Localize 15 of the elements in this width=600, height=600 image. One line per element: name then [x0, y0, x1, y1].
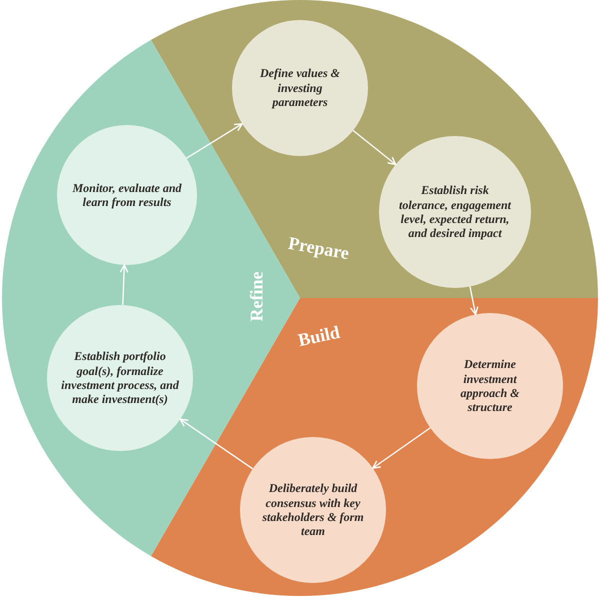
- step-text: Establish risk tolerance, engagement level, expected return, and desired impact: [399, 183, 511, 241]
- step-text: Determine investment approach & structure: [459, 357, 520, 415]
- arrow: [372, 427, 431, 469]
- step-text: Establish portfolio goal(s), formalize investment process, and make investment(s): [61, 349, 179, 407]
- step-text: Deliberately build consensus with key stakeholders & form team: [261, 481, 365, 539]
- arrow: [180, 418, 254, 470]
- arrow: [186, 123, 243, 159]
- arrow: [120, 264, 128, 306]
- phase-label: Refine: [246, 272, 268, 322]
- step-text: Define values & investing parameters: [259, 66, 341, 110]
- arrow: [352, 130, 396, 166]
- step-text: Monitor, evaluate and learn from results: [72, 180, 182, 210]
- phase-label: Prepare: [286, 232, 351, 264]
- phase-label: Build: [296, 322, 342, 352]
- arrow: [469, 286, 478, 316]
